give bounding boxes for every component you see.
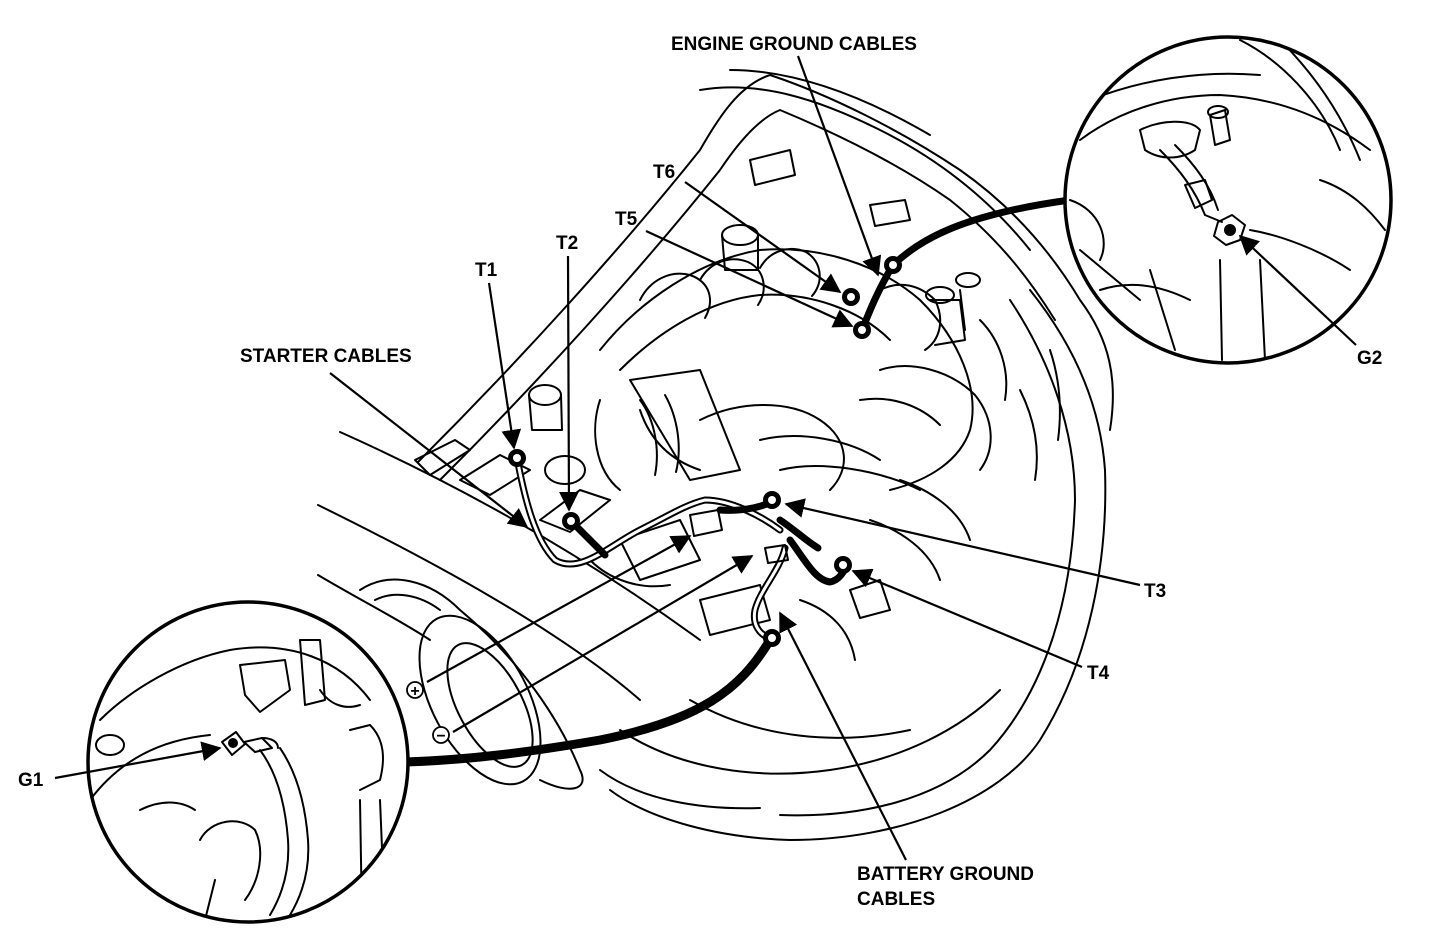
battery — [689, 509, 789, 564]
label-t1: T1 — [475, 260, 498, 281]
terminal-engine-ground — [884, 256, 902, 274]
label-battery-ground-cables-line2: CABLES — [857, 889, 935, 910]
leader-lines — [54, 55, 1357, 861]
polarity-positive-symbol: + — [406, 681, 424, 700]
label-g2: G2 — [1357, 348, 1382, 369]
polarity-negative-symbol: − — [432, 726, 450, 745]
label-t4: T4 — [1087, 663, 1110, 684]
positive-sign: + — [410, 683, 419, 700]
terminal-t4 — [834, 556, 852, 574]
negative-sign: − — [436, 728, 445, 745]
label-battery-ground-cables-line1: BATTERY GROUND — [857, 864, 1034, 885]
terminal-t2 — [562, 512, 580, 530]
label-t6: T6 — [653, 162, 675, 183]
label-t5: T5 — [615, 209, 638, 230]
label-engine-ground-cables: ENGINE GROUND CABLES — [671, 34, 917, 55]
inset-g1 — [86, 600, 410, 924]
labels: ENGINE GROUND CABLES T6 T5 T2 T1 STARTER… — [18, 34, 1382, 910]
label-t2: T2 — [556, 233, 578, 254]
terminals — [508, 256, 902, 647]
terminal-t5 — [853, 321, 871, 339]
engine-bay — [459, 224, 1008, 661]
terminal-t3 — [763, 491, 781, 509]
car-body-outline — [317, 69, 1114, 841]
label-t3: T3 — [1144, 581, 1166, 602]
label-starter-cables: STARTER CABLES — [240, 346, 412, 367]
label-g1: G1 — [18, 770, 44, 791]
terminal-battery-ground — [763, 629, 781, 647]
inset-g2 — [1063, 35, 1393, 365]
terminal-t6 — [842, 288, 860, 306]
terminal-t1 — [508, 449, 526, 467]
cables — [400, 196, 1074, 767]
